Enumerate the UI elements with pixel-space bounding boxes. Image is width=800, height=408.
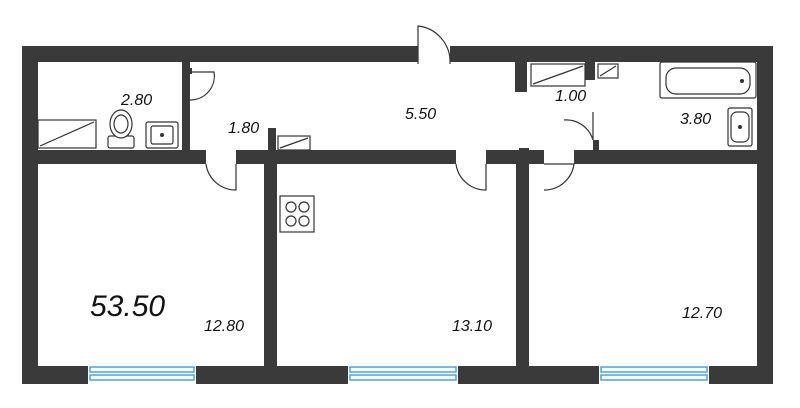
stove-icon bbox=[279, 195, 315, 233]
window-right bbox=[599, 364, 709, 386]
bathroom-area-label: 3.80 bbox=[680, 111, 711, 128]
toilet-fixtures bbox=[37, 109, 179, 149]
window-middle bbox=[348, 364, 458, 386]
entrance-door bbox=[417, 25, 451, 65]
window-left bbox=[88, 364, 196, 386]
interior-walls bbox=[38, 62, 757, 366]
room-right-area-label: 12.70 bbox=[682, 305, 722, 322]
toilet-area-label: 2.80 bbox=[120, 92, 152, 109]
closet-area-label: 1.00 bbox=[555, 88, 586, 105]
room-left-door-swing bbox=[205, 163, 237, 191]
bathroom-door-swing bbox=[563, 112, 594, 141]
kitchen-door-swing bbox=[455, 163, 487, 191]
hall-area-label: 5.50 bbox=[405, 106, 436, 123]
room-right-door-swing bbox=[543, 163, 575, 191]
interior-doors bbox=[189, 71, 594, 191]
corridor-area-label: 1.80 bbox=[228, 120, 259, 137]
total-area-label: 53.50 bbox=[90, 290, 165, 323]
washing-machine bbox=[37, 119, 97, 149]
windows bbox=[88, 364, 709, 386]
hall-fixtures bbox=[277, 63, 619, 151]
kitchen-area-label: 13.10 bbox=[452, 318, 492, 335]
room-left-area-label: 12.80 bbox=[204, 318, 244, 335]
toilet-door-swing bbox=[189, 71, 215, 101]
bathroom-fixtures bbox=[659, 61, 757, 147]
